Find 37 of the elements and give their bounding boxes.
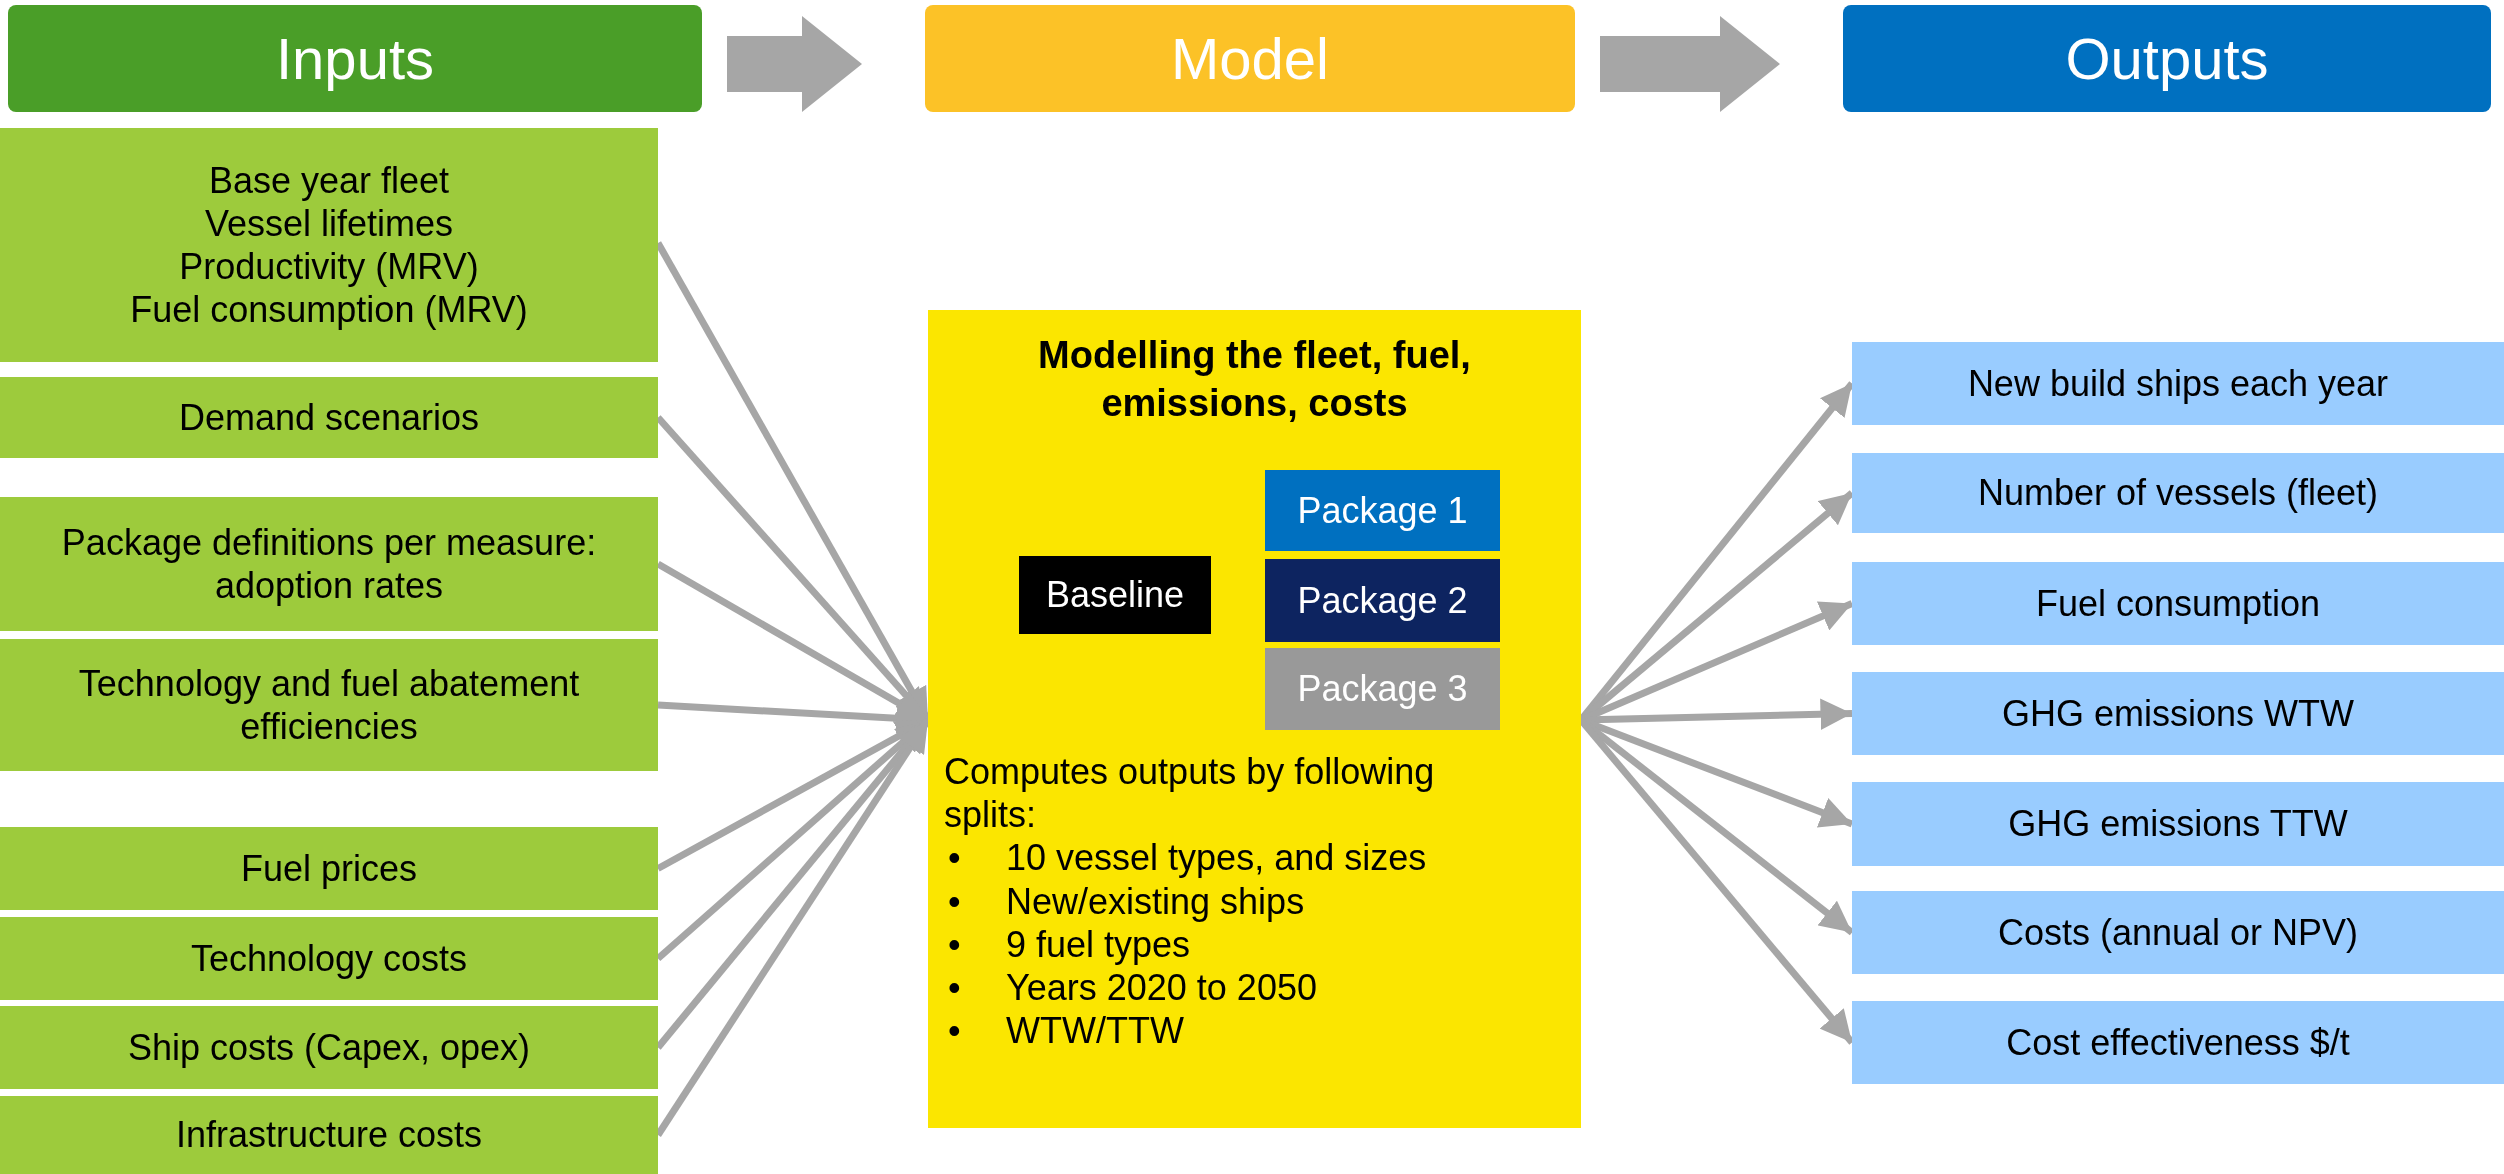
output-box: Number of vessels (fleet) xyxy=(1852,453,2504,533)
bullet: • xyxy=(947,1009,962,1053)
split-list-item: WTW/TTW xyxy=(1006,1009,1184,1053)
column-header: Model xyxy=(925,5,1575,112)
input-box: Technology costs xyxy=(0,917,658,1000)
split-list-item: Years 2020 to 2050 xyxy=(1006,965,1317,1010)
bullet: • xyxy=(947,922,962,966)
package-box: Package 1 xyxy=(1265,470,1500,551)
block-arrow xyxy=(1600,16,1780,112)
model-title: Modelling the fleet, fuel, emissions, costs xyxy=(1037,333,1472,426)
split-list-item: 9 fuel types xyxy=(1006,922,1191,966)
column-header: Inputs xyxy=(8,5,702,112)
bullet: • xyxy=(947,965,962,1010)
model-description: Computes outputs by following splits: xyxy=(944,750,1436,837)
input-box: Base year fleet Vessel lifetimes Productivity (MRV) Fuel consumption (MRV) xyxy=(0,128,658,362)
output-box: New build ships each year xyxy=(1852,342,2504,425)
input-box: Demand scenarios xyxy=(0,377,658,458)
bullet: • xyxy=(947,879,962,923)
output-box: Costs (annual or NPV) xyxy=(1852,891,2504,974)
split-list-item: 10 vessel types, and sizes xyxy=(1006,836,1427,880)
output-box: Cost effectiveness $/t xyxy=(1852,1001,2504,1084)
model-box xyxy=(928,310,1581,1128)
baseline-box: Baseline xyxy=(1019,556,1211,634)
block-arrow xyxy=(727,16,862,112)
input-box: Technology and fuel abatement efficiencies xyxy=(0,639,658,771)
input-box: Infrastructure costs xyxy=(0,1096,658,1174)
column-header: Outputs xyxy=(1843,5,2491,112)
output-box: Fuel consumption xyxy=(1852,562,2504,645)
output-box: GHG emissions WTW xyxy=(1852,672,2504,755)
output-box: GHG emissions TTW xyxy=(1852,782,2504,866)
package-box: Package 3 xyxy=(1265,648,1500,730)
package-box: Package 2 xyxy=(1265,559,1500,642)
bullet: • xyxy=(947,836,962,880)
input-box: Ship costs (Capex, opex) xyxy=(0,1006,658,1089)
split-list-item: New/existing ships xyxy=(1006,879,1305,923)
input-box: Fuel prices xyxy=(0,827,658,910)
input-box: Package definitions per measure: adoption rates xyxy=(0,497,658,631)
